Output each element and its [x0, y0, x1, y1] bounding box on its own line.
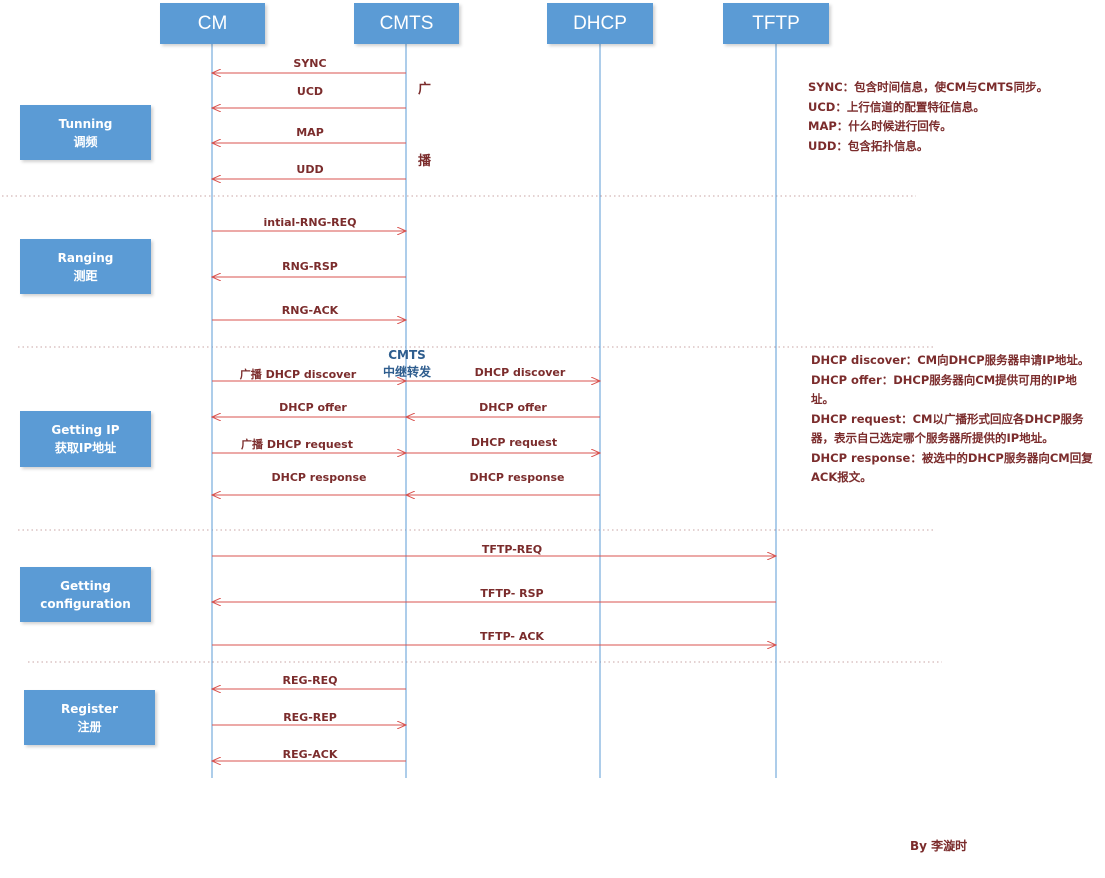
note-ucd: UCD：上行信道的配置特征信息。 — [808, 99, 985, 114]
message-label: intial-RNG-REQ — [263, 216, 357, 229]
message-label: MAP — [296, 126, 324, 139]
note-dhcp-request: DHCP request：CM以广播形式回应各DHCP服务器，表示自己选定哪个服… — [811, 411, 1084, 446]
note-dhcp-response: DHCP response：被选中的DHCP服务器向CM回复ACK报文。 — [811, 450, 1093, 485]
message-label: UDD — [296, 163, 324, 176]
message-label: REG-ACK — [282, 748, 338, 761]
message-label: REG-REP — [283, 711, 337, 724]
notes-mac-messages: SYNC：包含时间信息，使CM与CMTS同步。 UCD：上行信道的配置特征信息。… — [808, 78, 1098, 156]
message-label: UCD — [296, 85, 324, 98]
note-udd: UDD：包含拓扑信息。 — [808, 138, 929, 153]
phase-title: Ranging — [57, 250, 114, 265]
phase-title: Tunning — [58, 116, 113, 131]
phase-subtitle: configuration — [40, 596, 131, 611]
phase-register: Register 注册 — [24, 690, 155, 745]
note-dhcp-discover: DHCP discover：CM向DHCP服务器申请IP地址。 — [811, 353, 1090, 367]
message-label: REG-REQ — [282, 674, 338, 687]
lifelines — [211, 44, 777, 778]
relay-line-1: CMTS — [388, 348, 426, 362]
notes-dhcp-messages: DHCP discover：CM向DHCP服务器申请IP地址。 DHCP off… — [811, 351, 1093, 488]
relay-line-2: 中继转发 — [382, 365, 431, 379]
phase-tunning: Tunning 调频 — [20, 105, 151, 160]
message-arrows — [212, 73, 776, 761]
phase-getting-configuration: Getting configuration — [20, 567, 151, 622]
phase-title: Register — [60, 701, 119, 716]
broadcast-label-bottom: 播 — [418, 154, 432, 169]
author-credit: By 李漩时 — [910, 839, 968, 853]
message-label: DHCP request — [470, 436, 558, 449]
message-label: RNG-RSP — [282, 260, 338, 273]
message-label: TFTP-REQ — [481, 543, 543, 556]
participant-cmts: CMTS — [354, 3, 459, 44]
message-label: TFTP- ACK — [480, 630, 544, 643]
message-label: DHCP offer — [479, 401, 547, 414]
participant-cm: CM — [160, 3, 265, 44]
note-sync: SYNC：包含时间信息，使CM与CMTS同步。 — [808, 80, 1049, 94]
cmts-relay-note: CMTS 中继转发 — [372, 347, 442, 381]
phase-getting-ip: Getting IP 获取IP地址 — [20, 411, 151, 467]
broadcast-label-top: 广 — [418, 82, 432, 97]
phase-ranging: Ranging 测距 — [20, 239, 151, 294]
phase-title: Getting — [60, 578, 111, 593]
message-label: TFTP- RSP — [480, 587, 544, 600]
phase-dividers — [2, 195, 942, 663]
participant-dhcp: DHCP — [547, 3, 653, 44]
participant-tftp: TFTP — [723, 3, 829, 44]
message-label: DHCP offer — [279, 401, 347, 414]
message-label: DHCP discover — [474, 366, 566, 379]
note-map: MAP：什么时候进行回传。 — [808, 119, 952, 133]
phase-title: Getting IP — [51, 423, 120, 437]
message-label: SYNC — [293, 57, 327, 70]
phase-subtitle: 注册 — [77, 719, 102, 734]
phase-subtitle: 调频 — [73, 134, 98, 149]
note-dhcp-offer: DHCP offer：DHCP服务器向CM提供可用的IP地址。 — [811, 372, 1077, 407]
phase-subtitle: 获取IP地址 — [54, 441, 117, 455]
message-label: DHCP response — [271, 471, 367, 484]
message-label: DHCP response — [469, 471, 565, 484]
phase-subtitle: 测距 — [73, 268, 98, 283]
message-label: RNG-ACK — [281, 304, 339, 317]
message-label: 广播 DHCP discover — [239, 368, 357, 381]
message-label: 广播 DHCP request — [241, 438, 353, 451]
